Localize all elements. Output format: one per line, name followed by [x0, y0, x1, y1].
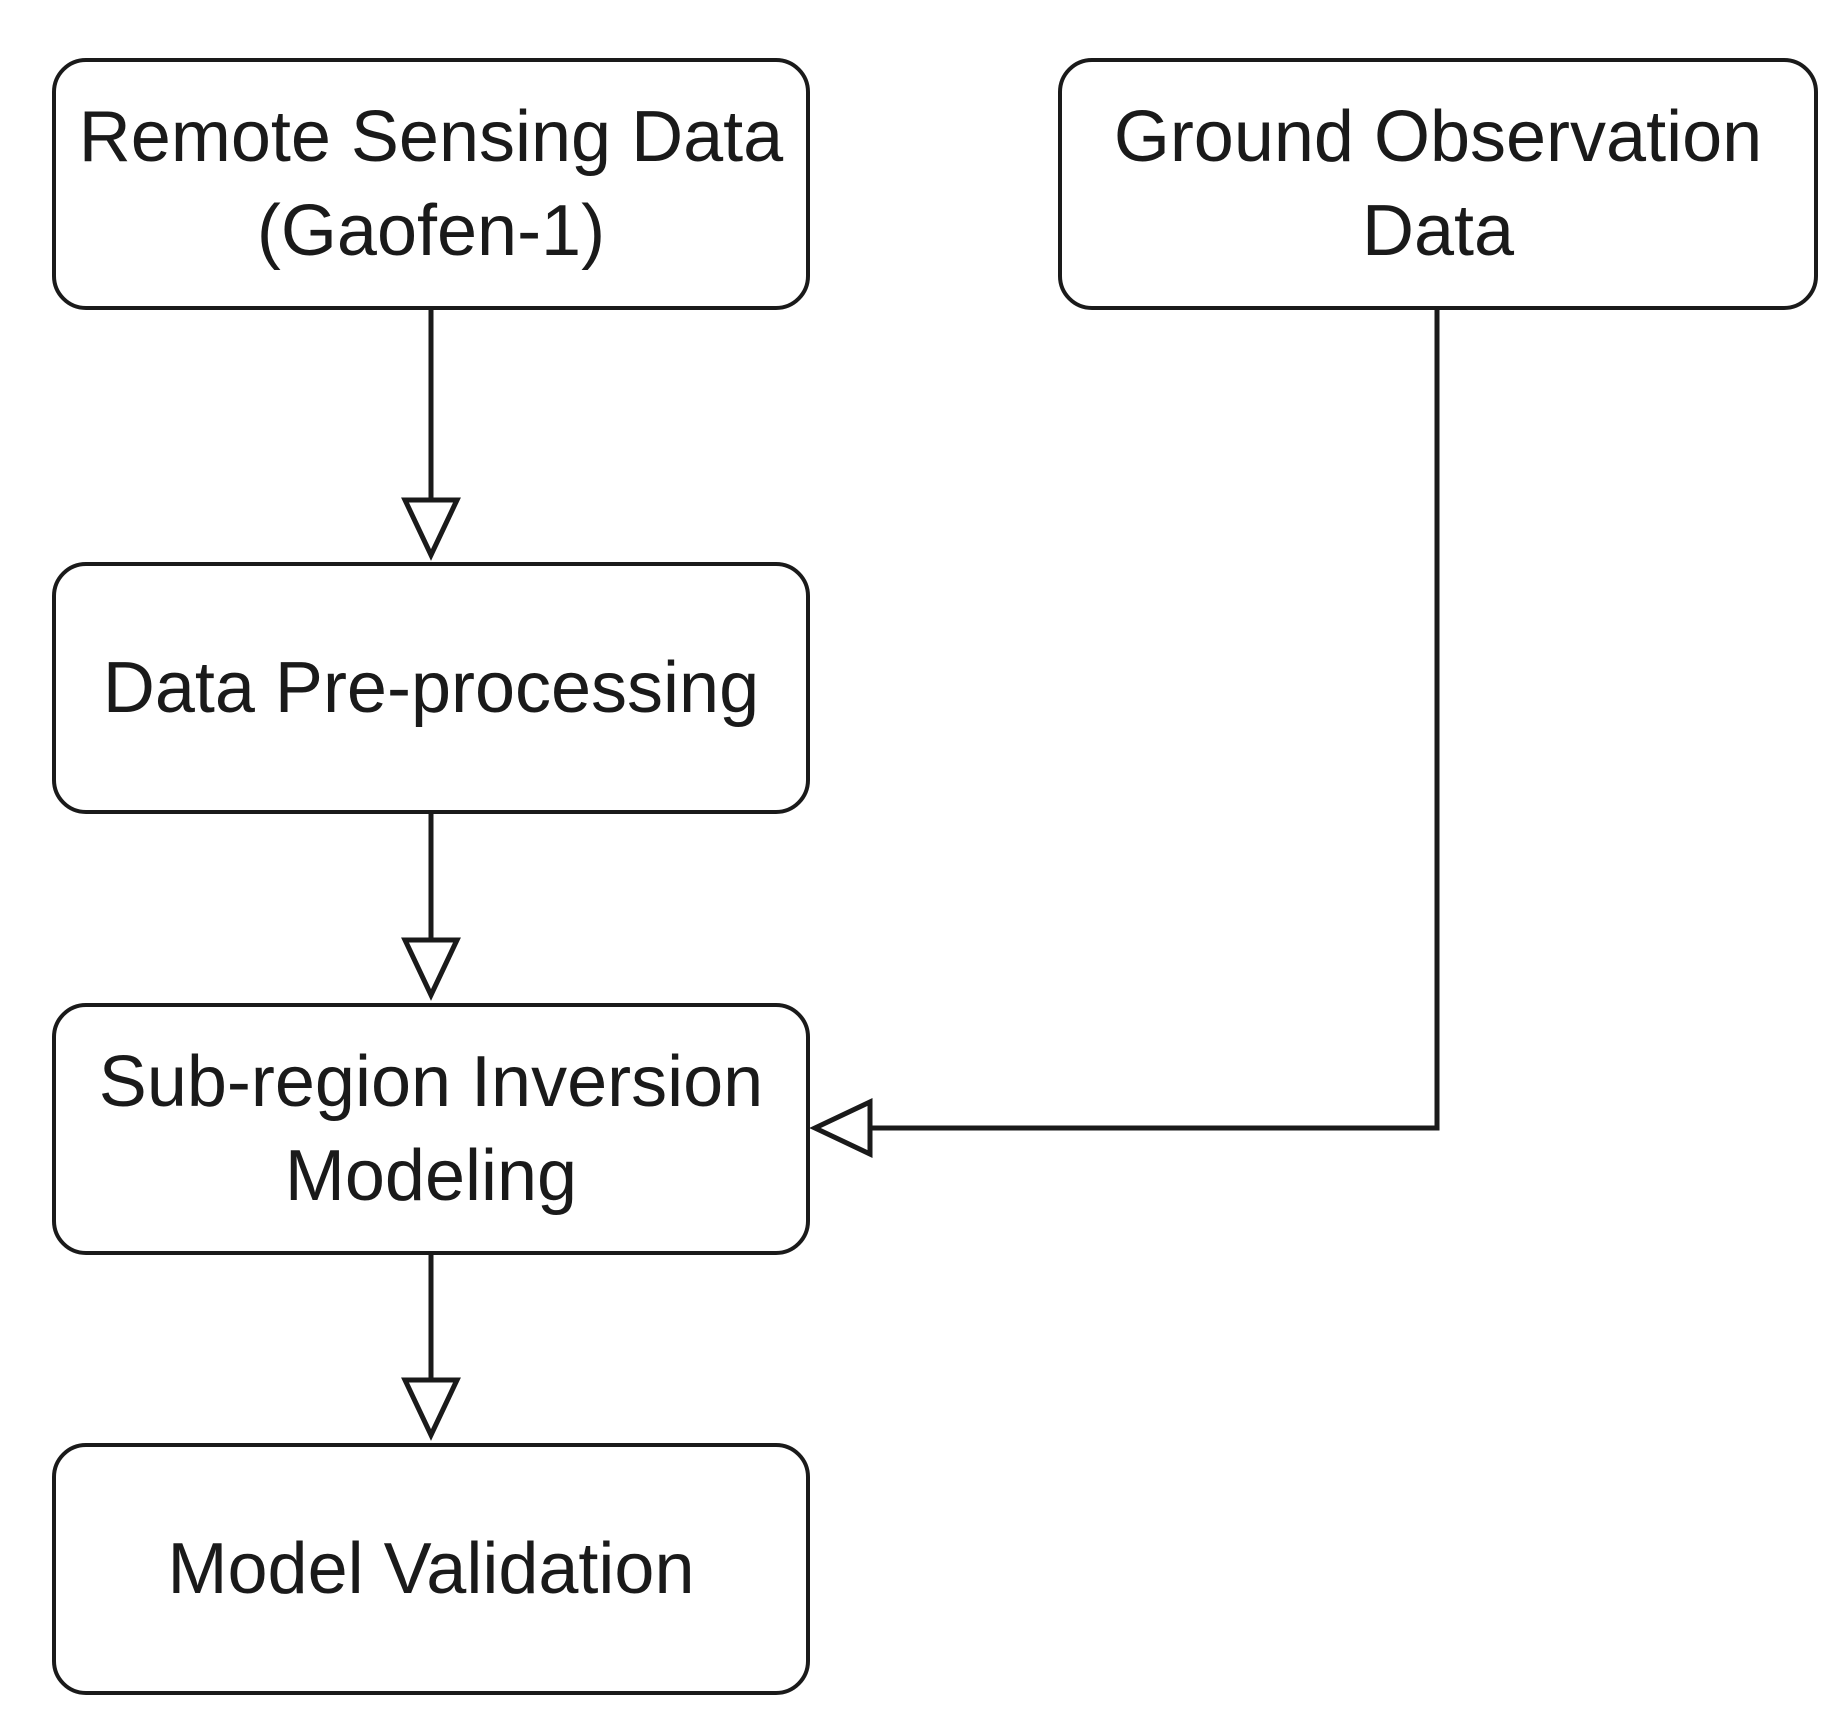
node-label-line: Sub-region Inversion [98, 1042, 764, 1122]
edge-ground-to-sub [870, 310, 1440, 1131]
arrowhead-sub-to-valid [401, 1377, 461, 1441]
node-label-line: Data Pre-processing [102, 648, 760, 728]
node-data-pre-processing: Data Pre-processing [52, 562, 810, 814]
arrowhead-ground-to-sub [809, 1098, 873, 1158]
node-label-line: Model Validation [167, 1529, 695, 1609]
node-label-line: Remote Sensing Data [78, 97, 784, 177]
node-model-validation: Model Validation [52, 1443, 810, 1695]
node-label-line: Ground Observation [1113, 97, 1763, 177]
node-remote-sensing-data: Remote Sensing Data (Gaofen-1) [52, 58, 810, 310]
arrowhead-prep-to-sub [401, 937, 461, 1001]
node-sub-region-inversion-modeling: Sub-region Inversion Modeling [52, 1003, 810, 1255]
node-label-line: Modeling [284, 1136, 578, 1216]
node-label-line: (Gaofen-1) [256, 191, 606, 271]
arrowhead-remote-to-prep [401, 497, 461, 561]
node-label-line: Data [1361, 191, 1515, 271]
node-ground-observation-data: Ground Observation Data [1058, 58, 1818, 310]
